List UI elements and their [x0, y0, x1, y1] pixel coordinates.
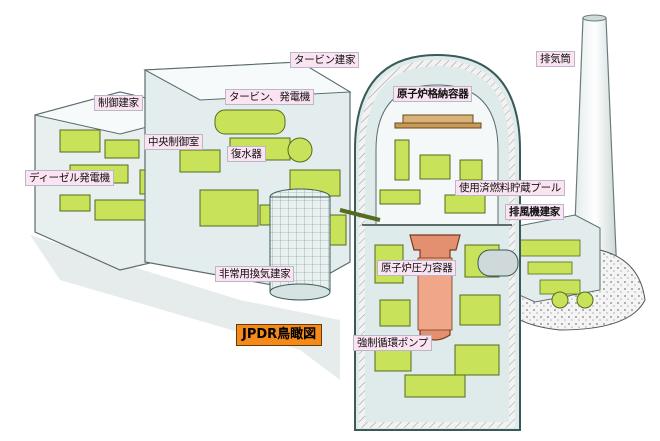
label-emergency-ventilation-building: 非常用換気建家 — [215, 266, 295, 282]
label-spent-fuel-pool: 使用済燃料貯蔵プール — [455, 180, 565, 196]
exhaust-fan-building-drawing — [499, 214, 646, 331]
label-control-building: 制御建家 — [94, 95, 143, 111]
diagram-title: JPDR鳥瞰図 — [236, 324, 323, 346]
containment-vessel-drawing — [354, 53, 521, 431]
steam-pipe — [339, 208, 381, 222]
label-turbine-building: タービン建家 — [290, 52, 360, 68]
label-containment-vessel: 原子炉格納容器 — [393, 86, 473, 102]
label-exhaust-fan-building: 排風機建家 — [505, 204, 564, 220]
label-turbine-generator: タービン、発電機 — [225, 89, 314, 105]
label-condenser: 復水器 — [227, 146, 266, 162]
label-exhaust-stack: 排気筒 — [536, 51, 575, 67]
ground-shadow — [30, 235, 340, 380]
label-diesel-generator: ディーゼル発電機 — [25, 170, 114, 186]
label-reactor-pressure-vessel: 原子炉圧力容器 — [377, 260, 457, 276]
emergency-ventilation-building-drawing — [269, 188, 331, 301]
label-central-control-room: 中央制御室 — [144, 134, 203, 150]
label-forced-circulation-pump: 強制循環ポンプ — [353, 335, 433, 351]
